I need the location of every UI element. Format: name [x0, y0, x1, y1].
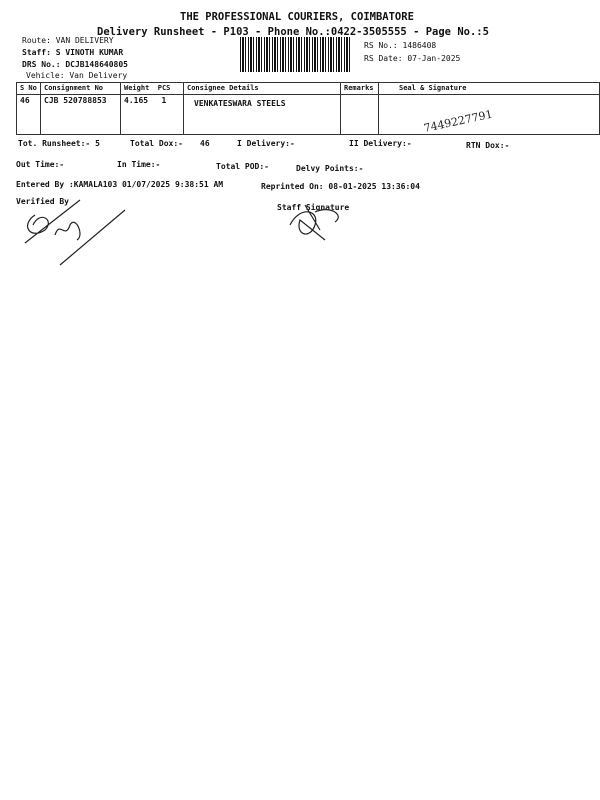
- vehicle: Vehicle: Van Delivery: [26, 71, 128, 80]
- drs-no: DRS No.: DCJB148640805: [22, 60, 128, 69]
- cell-signature: 7449227791: [378, 94, 600, 135]
- entered-by: Entered By :KAMALA103 01/07/2025 9:38:51…: [16, 180, 224, 189]
- cell-consignment: CJB 520788853: [40, 94, 121, 135]
- table-row: 46 CJB 520788853 4.165 1 VENKATESWARA ST…: [16, 94, 600, 135]
- total-dox-value: 46: [200, 139, 210, 148]
- table-header: S No Consignment No Weight PCS Consignee…: [16, 82, 600, 95]
- runsheet-subtitle: Delivery Runsheet - P103 - Phone No.:042…: [97, 26, 489, 38]
- ii-delivery: II Delivery:-: [349, 139, 412, 148]
- cell-weight: 4.165: [120, 94, 159, 135]
- tot-runsheet: Tot. Runsheet:- 5: [18, 139, 100, 148]
- total-pod: Total POD:-: [216, 162, 269, 171]
- cell-consignee: VENKATESWARA STEELS: [183, 94, 341, 135]
- verified-by-label: Verified By: [16, 197, 69, 206]
- rtn-dox: RTN Dox:-: [466, 141, 510, 150]
- col-sno: S No: [16, 82, 41, 95]
- rs-date: RS Date: 07-Jan-2025: [364, 54, 461, 63]
- col-consignee: Consignee Details: [183, 82, 341, 95]
- verified-signature: [24, 199, 126, 266]
- col-weight-pcs: Weight PCS: [120, 82, 184, 95]
- col-remarks: Remarks: [340, 82, 379, 95]
- delvy-points: Delvy Points:-: [296, 164, 364, 173]
- company-title: THE PROFESSIONAL COURIERS, COIMBATORE: [180, 11, 414, 23]
- i-delivery: I Delivery:-: [237, 139, 295, 148]
- cell-sno: 46: [16, 94, 41, 135]
- total-dox-label: Total Dox:-: [130, 139, 183, 148]
- cell-pcs: 1: [158, 94, 184, 135]
- reprinted-on: Reprinted On: 08-01-2025 13:36:04: [261, 182, 420, 191]
- rs-no: RS No.: 1486408: [364, 41, 437, 50]
- out-time: Out Time:-: [16, 160, 65, 169]
- cell-remarks: [340, 94, 379, 135]
- staff-signature-label: Staff Signature: [277, 203, 350, 212]
- col-consignment: Consignment No: [40, 82, 121, 95]
- in-time: In Time:-: [117, 160, 161, 169]
- staff-signature-mark: [289, 204, 339, 241]
- consignment-table: S No Consignment No Weight PCS Consignee…: [16, 82, 600, 135]
- route: Route: VAN DELIVERY: [22, 36, 114, 45]
- barcode: [240, 37, 350, 72]
- staff: Staff: S VINOTH KUMAR: [22, 48, 124, 57]
